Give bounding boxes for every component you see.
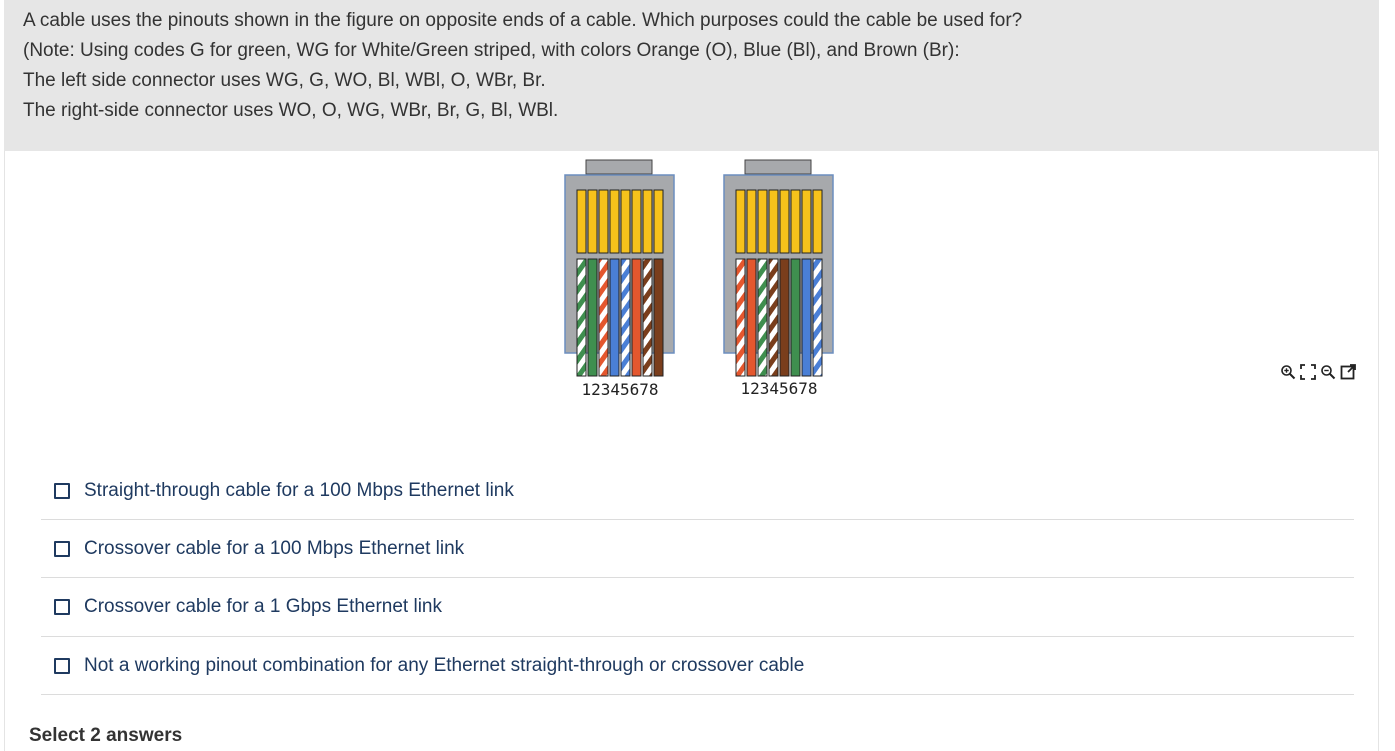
gold-contact-6 [631,189,642,254]
answer-label: Straight-through cable for a 100 Mbps Et… [84,479,514,501]
right-pin-numbers: 12345678 [740,379,817,398]
wire-pin-4 [768,258,779,377]
gold-contact-2 [746,189,757,254]
gold-contact-4 [609,189,620,254]
answer-label: Crossover cable for a 100 Mbps Ethernet … [84,537,465,559]
wire-pin-5 [779,258,790,377]
wire-pin-3 [757,258,768,377]
gold-contact-1 [576,189,587,254]
image-toolbar [1280,362,1362,382]
fullscreen-icon[interactable] [1300,364,1316,380]
zoom-out-icon[interactable] [1320,364,1336,380]
answer-checkbox[interactable] [54,657,70,674]
wire-pin-7 [801,258,812,377]
answer-checkbox[interactable] [54,482,70,499]
gold-contact-3 [757,189,768,254]
wire-pin-8 [812,258,823,377]
wire-pin-3 [598,258,609,377]
connector-latch [744,159,812,175]
question-text-line-2: (Note: Using codes G for green, WG for W… [23,40,960,61]
gold-contact-8 [653,189,664,254]
answer-checkbox[interactable] [54,540,70,557]
question-text-line-1: A cable uses the pinouts shown in the fi… [23,10,1023,31]
answer-checkbox[interactable] [54,599,70,615]
gold-contact-5 [779,189,790,254]
right-connector [723,159,834,377]
question-frame [4,0,1379,751]
zoom-in-icon[interactable] [1280,364,1296,380]
gold-contact-1 [735,189,746,254]
rj45-pinout-figure: 12345678 12345678 [558,157,848,405]
gold-contact-3 [598,189,609,254]
wire-pin-2 [587,258,598,377]
gold-contact-7 [642,189,653,254]
answer-option-1[interactable]: Straight-through cable for a 100 Mbps Et… [41,462,1354,520]
gold-contact-7 [801,189,812,254]
wire-pin-6 [790,258,801,377]
gold-contact-2 [587,189,598,254]
left-pin-numbers: 12345678 [581,380,658,399]
selection-instruction: Select 2 answers [29,725,183,746]
wire-pin-4 [609,258,620,377]
question-text-line-3: The left side connector uses WG, G, WO, … [23,70,546,91]
answer-label: Not a working pinout combination for any… [84,654,805,676]
left-connector [564,159,675,377]
answer-option-2[interactable]: Crossover cable for a 100 Mbps Ethernet … [41,520,1354,578]
question-panel: A cable uses the pinouts shown in the fi… [4,0,1379,151]
open-external-icon[interactable] [1340,364,1356,380]
gold-contact-6 [790,189,801,254]
wire-pin-2 [746,258,757,377]
gold-contact-5 [620,189,631,254]
wire-pin-7 [642,258,653,377]
rj45-connectors-svg: 12345678 12345678 [564,159,834,399]
question-text-line-4: The right-side connector uses WO, O, WG,… [23,100,559,121]
answer-list: Straight-through cable for a 100 Mbps Et… [41,462,1354,695]
wire-pin-5 [620,258,631,377]
gold-contact-4 [768,189,779,254]
wire-pin-1 [735,258,746,377]
wire-pin-1 [576,258,587,377]
gold-contact-8 [812,189,823,254]
wire-pin-8 [653,258,664,377]
answer-option-3[interactable]: Crossover cable for a 1 Gbps Ethernet li… [41,578,1354,637]
connector-latch [585,159,653,175]
answer-option-4[interactable]: Not a working pinout combination for any… [41,637,1354,695]
answer-label: Crossover cable for a 1 Gbps Ethernet li… [84,596,443,617]
wire-pin-6 [631,258,642,377]
